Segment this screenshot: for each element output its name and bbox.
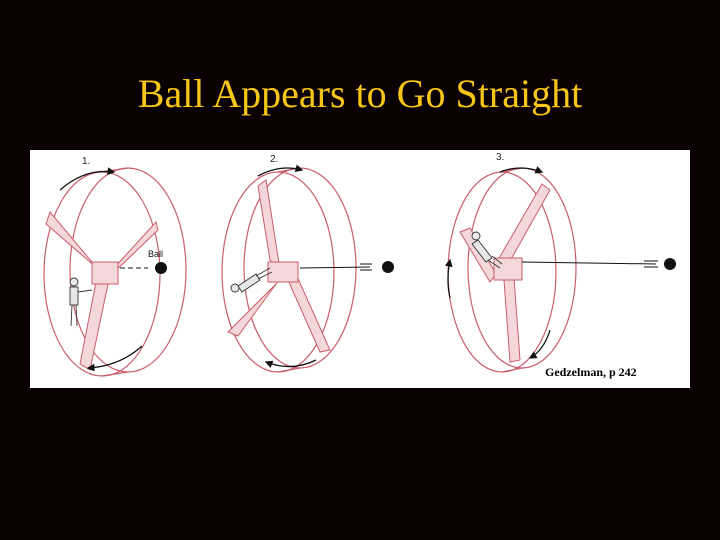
panel-3-person-icon xyxy=(471,231,503,269)
panel-3-rotation-arrow-top xyxy=(499,166,544,174)
panel-3-ball-path xyxy=(521,261,657,265)
panel-2-rotation-arrow-top xyxy=(257,164,304,177)
panel-3-spokes xyxy=(459,183,551,363)
panel-1-rotation-arrow-top xyxy=(59,167,116,191)
panel-3-rotation-arrow-left xyxy=(444,258,453,299)
citation: Gedzelman, p 242 xyxy=(545,365,637,379)
panel-1: 1. xyxy=(43,156,187,377)
figure-panel: 1. xyxy=(30,150,690,388)
panel-2-person-icon xyxy=(230,267,273,293)
panel-1-number: 1. xyxy=(82,156,90,167)
panel-2-number: 2. xyxy=(270,154,278,165)
panel-3-number: 3. xyxy=(496,152,504,163)
rotating-wheel-diagram: 1. xyxy=(43,152,676,379)
panel-2-ball-path xyxy=(299,266,371,269)
slide-title: Ball Appears to Go Straight xyxy=(137,71,583,116)
panel-1-spokes xyxy=(45,210,159,371)
panel-3-ball xyxy=(664,258,676,270)
panel-1-ball-label: Ball xyxy=(148,249,163,259)
panel-1-ball xyxy=(155,262,167,274)
panel-2-spokes xyxy=(227,179,331,353)
panel-3-rotation-arrow-bottom xyxy=(528,329,551,359)
panel-3: 3. xyxy=(444,152,676,373)
panel-2-rotation-arrow-bottom xyxy=(264,359,317,368)
panel-1-rotation-arrow-bottom xyxy=(86,345,143,372)
panel-2: 2. xyxy=(221,154,394,373)
panel-2-ball xyxy=(382,261,394,273)
panel-1-person-icon xyxy=(69,277,93,327)
